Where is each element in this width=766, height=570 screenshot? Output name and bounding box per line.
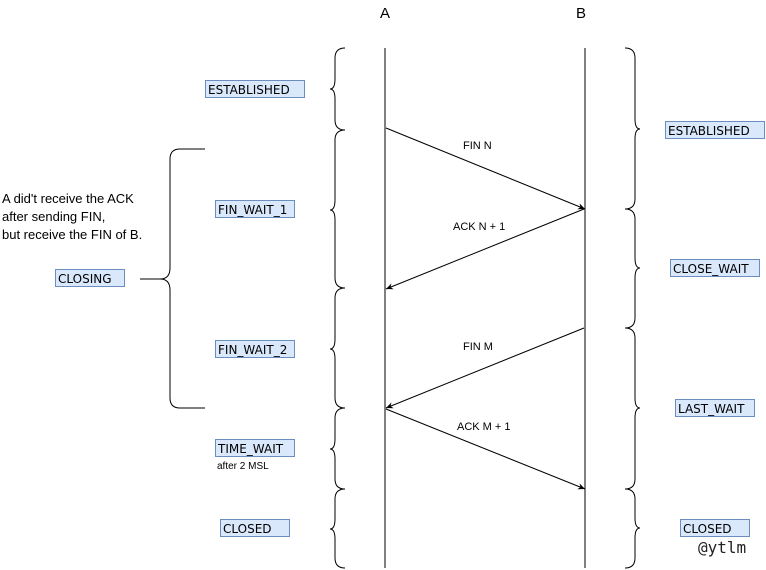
- brace-b-closed: [624, 488, 641, 569]
- brace-a-fin-wait-2: [329, 287, 346, 409]
- a-state-time-wait: TIME_WAIT: [215, 439, 295, 457]
- arrow-ack-n1: [385, 208, 585, 290]
- brace-closing: [159, 148, 205, 409]
- brace-a-time-wait: [329, 407, 346, 490]
- arrow-fin-m: [385, 327, 585, 409]
- msg-ack-n1: ACK N + 1: [453, 221, 506, 233]
- msg-fin-m: FIN M: [463, 341, 493, 353]
- brace-a-closed: [329, 488, 346, 569]
- brace-b-close-wait: [624, 208, 641, 329]
- arrow-ack-m1: [385, 408, 586, 490]
- b-state-established: ESTABLISHED: [665, 121, 765, 139]
- b-state-last-wait: LAST_WAIT: [675, 399, 755, 417]
- author-credit: @ytlm: [698, 538, 747, 557]
- participant-b-label: B: [576, 5, 587, 22]
- brace-a-established: [329, 47, 346, 131]
- b-state-close-wait: CLOSE_WAIT: [670, 259, 760, 277]
- participant-a-label: A: [380, 5, 391, 22]
- msg-fin-n: FIN N: [463, 140, 492, 152]
- closing-note-line1: A did't receive the ACK: [2, 191, 134, 206]
- closing-note-line2: after sending FIN,: [2, 209, 106, 224]
- arrow-fin-n: [385, 127, 586, 210]
- brace-b-established: [624, 47, 641, 210]
- a-state-closed: CLOSED: [220, 519, 290, 537]
- closing-state: CLOSING: [55, 269, 125, 287]
- msg-ack-m1: ACK M + 1: [457, 421, 511, 433]
- time-wait-note: after 2 MSL: [217, 461, 269, 472]
- a-state-fin-wait-2: FIN_WAIT_2: [215, 340, 295, 358]
- a-state-fin-wait-1: FIN_WAIT_1: [215, 200, 295, 218]
- b-state-closed: CLOSED: [680, 519, 750, 537]
- a-state-established: ESTABLISHED: [205, 80, 305, 98]
- closing-note-line3: but receive the FIN of B.: [2, 227, 143, 242]
- brace-b-last-wait: [624, 327, 641, 490]
- brace-a-fin-wait-1: [329, 129, 346, 289]
